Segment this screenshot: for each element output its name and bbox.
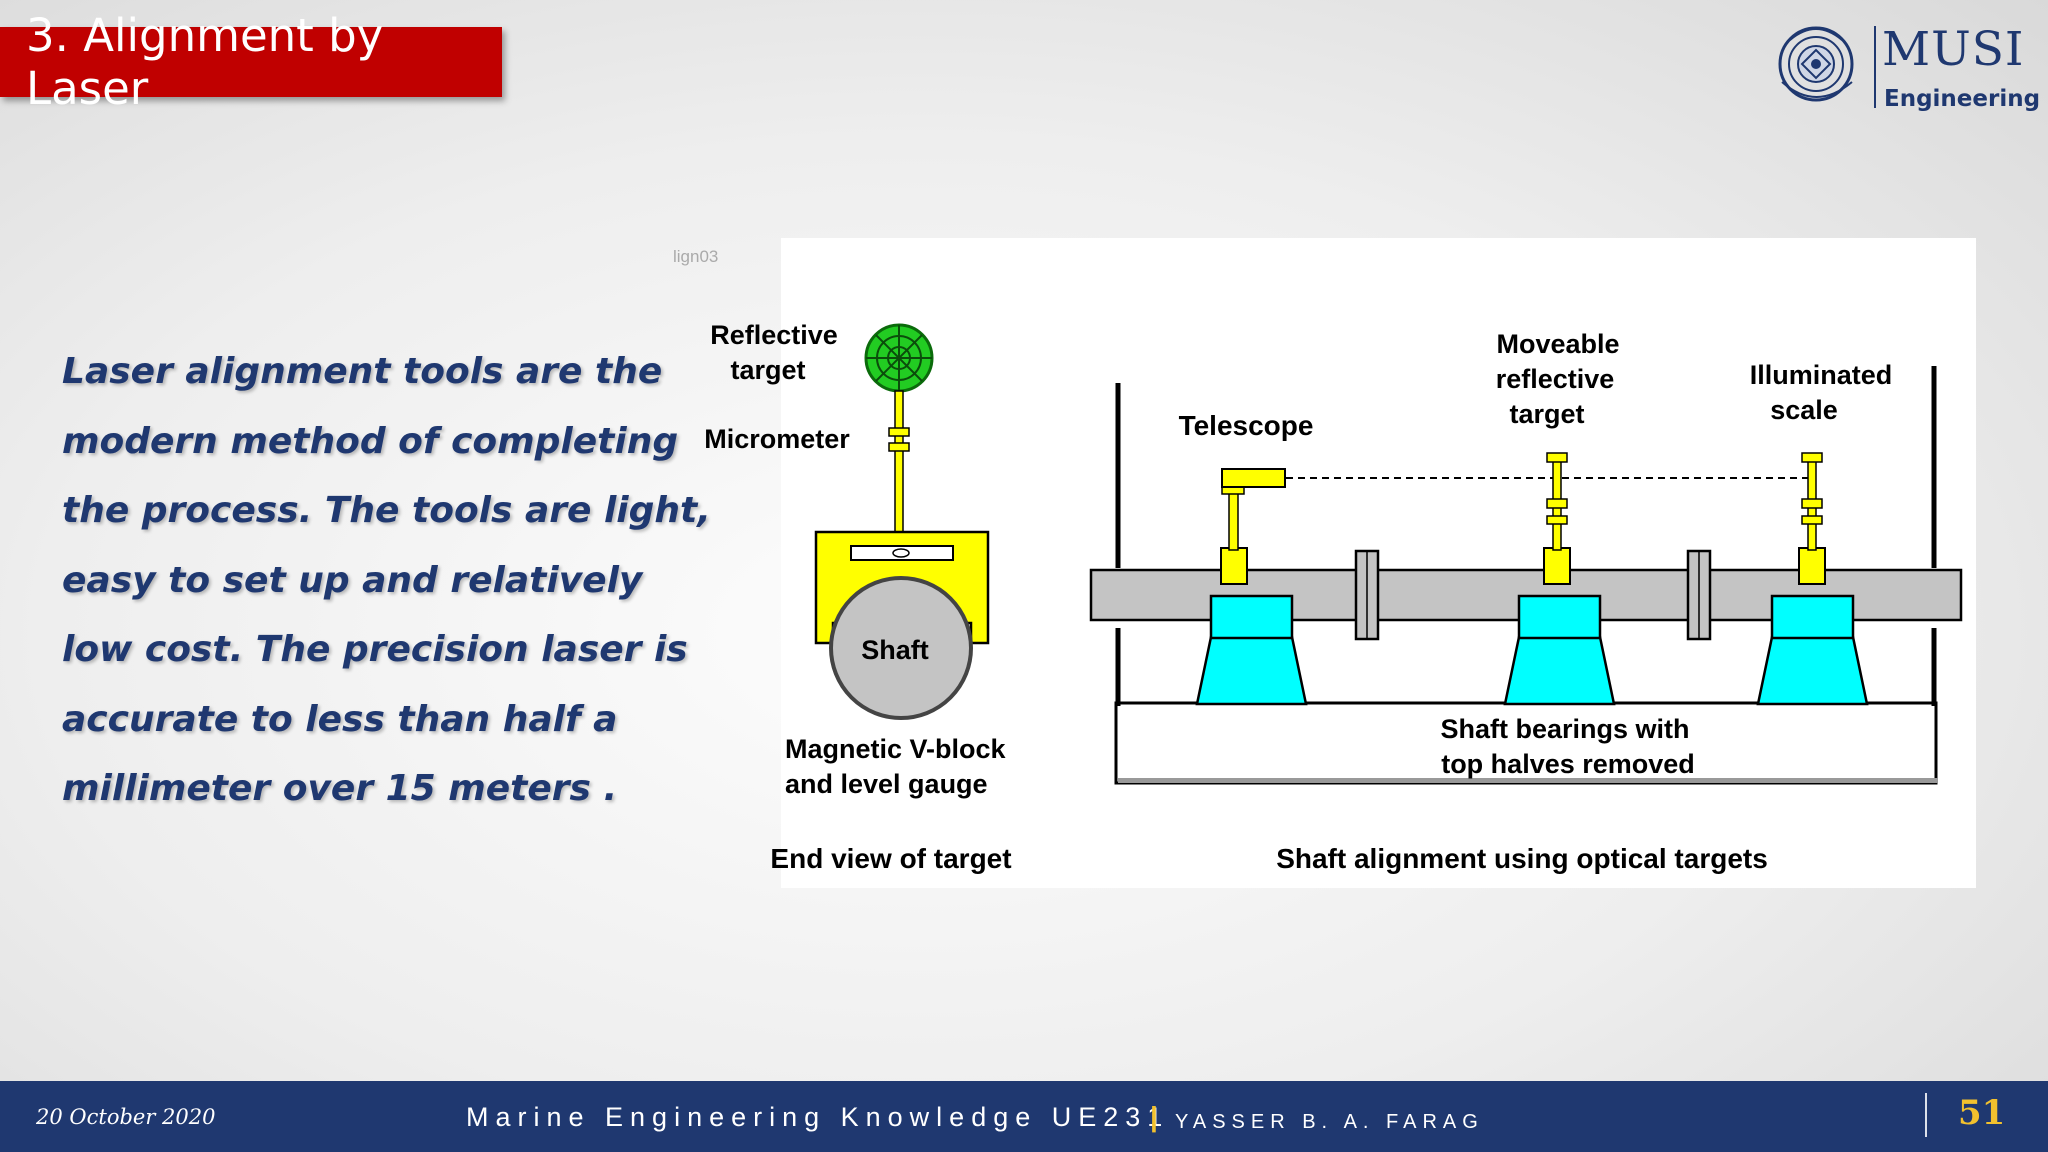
foundation-base (1114, 701, 1938, 785)
musi-logo: MUSI Engineering (1770, 12, 2040, 112)
bearing-base (1503, 635, 1616, 706)
slide-title: 3. Alignment by Laser (0, 9, 502, 115)
vblock-label: and level gauge (785, 769, 988, 799)
telescope-label: Telescope (1179, 410, 1314, 441)
slide-title-text: 3. Alignment by Laser (26, 9, 384, 115)
vblock-label: Magnetic V-block (785, 734, 1007, 764)
micrometer-collar (888, 427, 910, 437)
end-view-caption: End view of target (770, 843, 1011, 874)
body-line: low cost. The precision laser is (62, 629, 688, 670)
body-line: Laser alignment tools are the (62, 351, 663, 392)
level-bubble-icon (892, 548, 910, 558)
moveable-target-label: reflective (1496, 364, 1615, 394)
illuminated-scale-icon (1798, 452, 1826, 585)
side-view: Telescope Moveable reflective target Ill… (1089, 329, 1963, 874)
micrometer-collar (888, 442, 910, 452)
footer-separator: | (1150, 1101, 1158, 1132)
bearing-housing (1517, 594, 1602, 640)
base-shadow (1118, 778, 1938, 783)
bearings-label: Shaft bearings with (1440, 714, 1689, 744)
moveable-target-label: Moveable (1496, 329, 1619, 359)
telescope-icon (1220, 468, 1286, 585)
alignment-diagram: lign03 Reflective target Micrometer Shaf… (673, 238, 1976, 888)
shaft-end (829, 576, 973, 720)
body-line: modern method of completing (62, 420, 679, 462)
body-line: accurate to less than half a (62, 698, 618, 740)
footer-author: YASSER B. A. FARAG (1175, 1111, 1484, 1133)
end-view: Reflective target Micrometer Shaft Magne… (704, 320, 1011, 874)
moveable-target-label: target (1509, 399, 1584, 429)
illuminated-scale-label: scale (1770, 395, 1838, 425)
footer-course: Marine Engineering Knowledge UE231 (466, 1102, 1170, 1132)
shaft-label: Shaft (861, 635, 929, 665)
footer-bar: 20 October 2020 Marine Engineering Knowl… (0, 1081, 2048, 1152)
micrometer-label: Micrometer (704, 424, 850, 454)
illuminated-scale-label: Illuminated (1750, 360, 1893, 390)
bearings-label: top halves removed (1441, 749, 1695, 779)
moveable-target-icon (1543, 452, 1571, 585)
level-gauge (850, 545, 954, 561)
bearing-base (1756, 635, 1869, 706)
side-view-caption: Shaft alignment using optical targets (1276, 843, 1768, 874)
file-tag: lign03 (673, 247, 718, 266)
seal-emblem-icon (1778, 26, 1854, 102)
logo-name: MUSI (1882, 22, 2025, 77)
reflective-target-label: target (730, 355, 805, 385)
body-line: millimeter over 15 meters . (62, 768, 618, 809)
body-line: the process. The tools are light, (62, 490, 711, 531)
body-paragraph: Laser alignment tools are the modern met… (62, 337, 711, 824)
footer-divider (1925, 1093, 1927, 1137)
bearing-housing (1770, 594, 1855, 640)
logo-divider (1874, 26, 1876, 108)
reflective-target-label: Reflective (710, 320, 838, 350)
body-line: easy to set up and relatively (62, 559, 643, 601)
reflective-target-icon (864, 323, 934, 393)
bearing-housing (1209, 594, 1294, 640)
page-number: 51 (1958, 1093, 2006, 1133)
footer-date: 20 October 2020 (36, 1105, 216, 1129)
logo-subtitle: Engineering (1884, 86, 2041, 112)
bearing-base (1195, 635, 1308, 706)
